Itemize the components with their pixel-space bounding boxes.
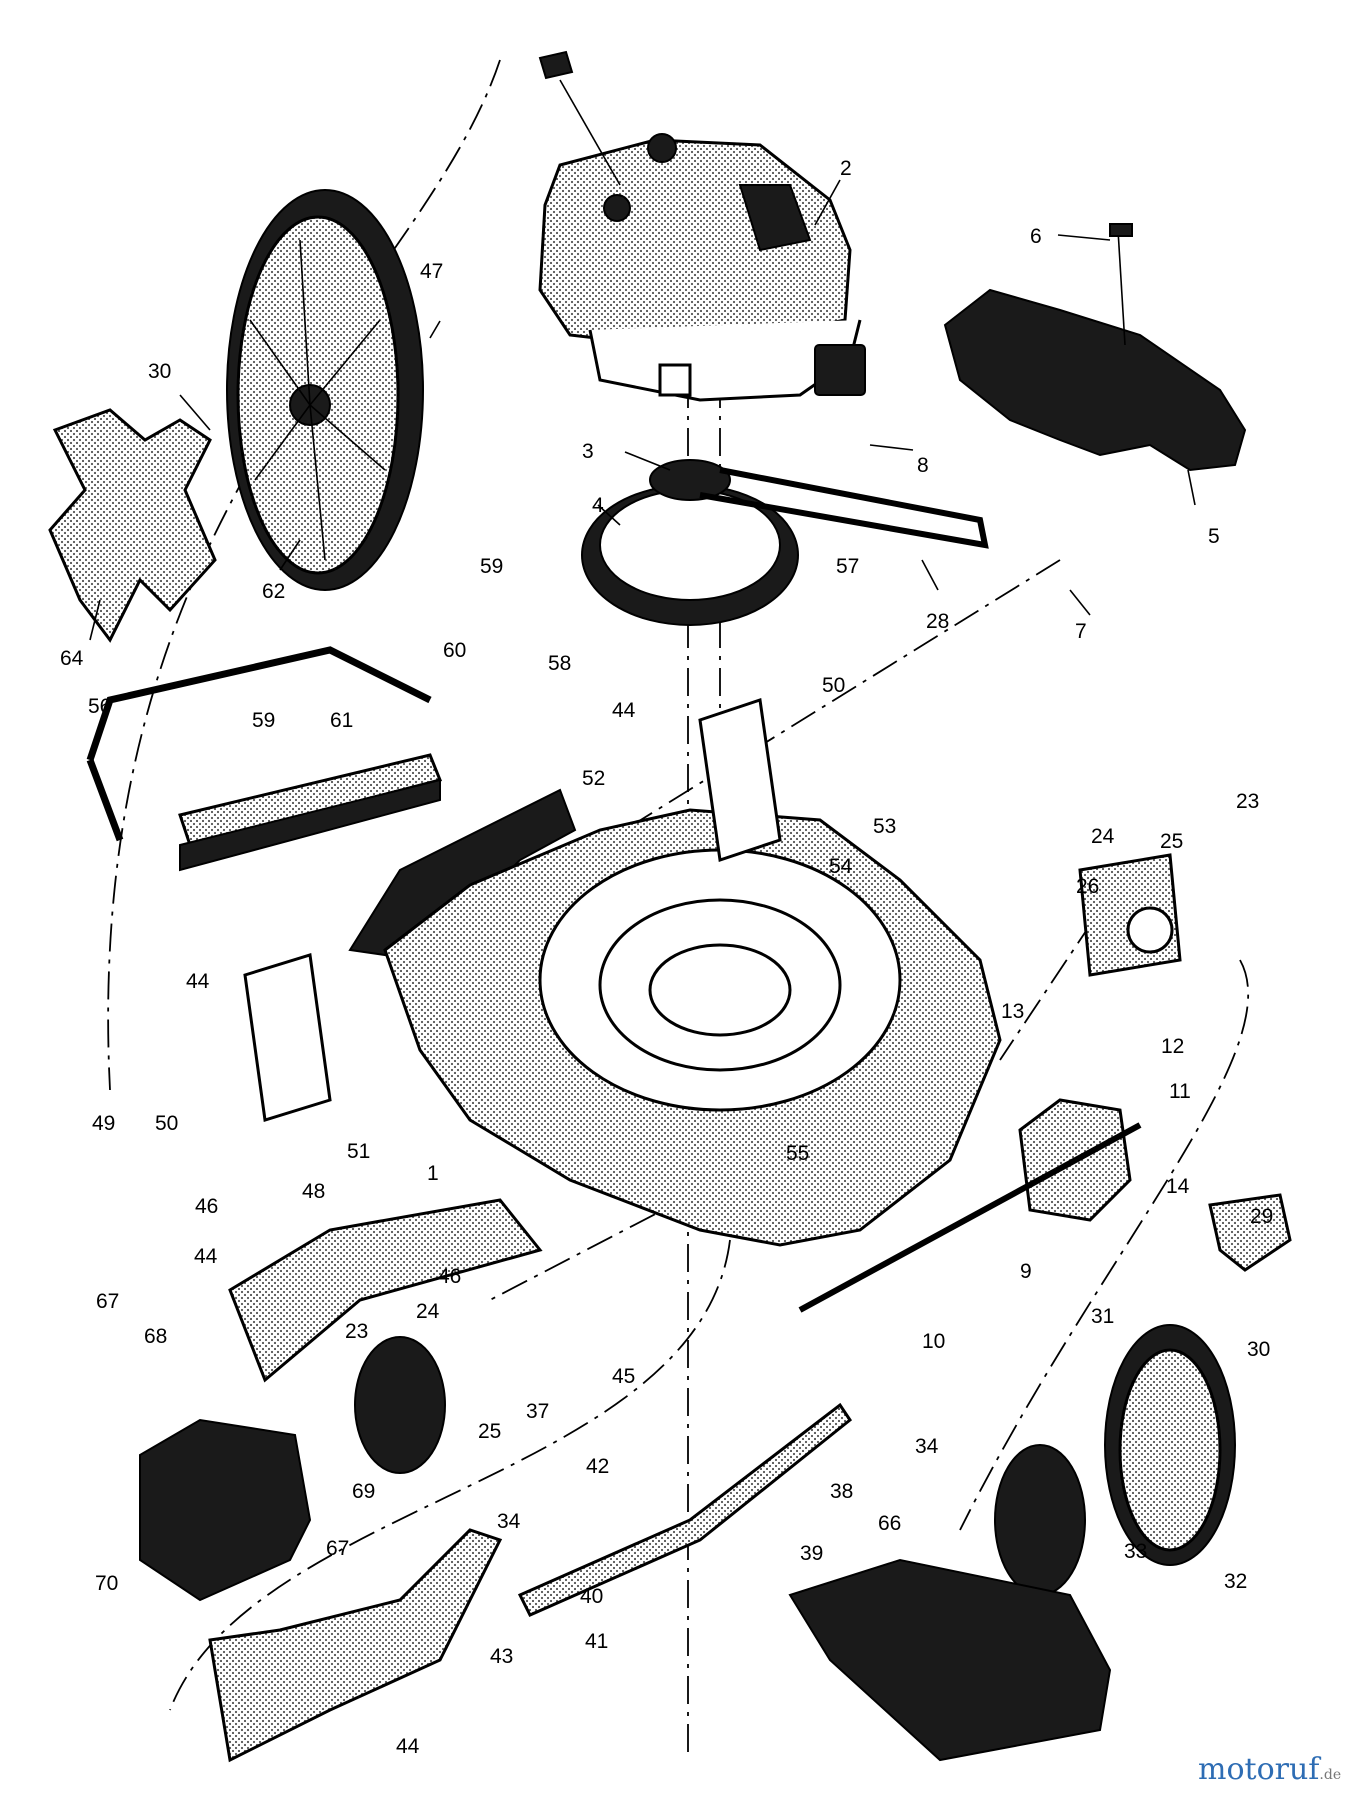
front-height-adjuster-part [1078,853,1182,977]
front-hub-part [994,1444,1086,1596]
part-label-57: 57 [836,555,859,578]
skirt-part [208,1528,503,1763]
part-label-44d: 44 [396,1735,420,1758]
knob-part [1208,1193,1292,1272]
part-label-59a: 59 [480,555,503,578]
part-label-54: 54 [829,855,853,878]
part-label-24b: 24 [416,1300,440,1323]
part-label-49: 49 [92,1112,115,1135]
part-label-30b: 30 [1247,1338,1270,1361]
handle-bracket-part [86,646,432,842]
part-label-44a: 44 [612,699,636,722]
part-label-30: 30 [148,360,171,383]
mower-deck-part [383,808,1002,1247]
part-label-67b: 67 [326,1537,349,1560]
part-label-66: 66 [878,1512,901,1535]
part-label-14: 14 [1166,1175,1190,1198]
part-label-39: 39 [800,1542,823,1565]
part-label-8: 8 [917,454,929,477]
transmission-part [798,1098,1142,1313]
part-label-64: 64 [60,647,84,670]
part-label-60: 60 [443,639,466,662]
part-label-53: 53 [873,815,896,838]
side-chute-part [228,1198,543,1383]
rear-wheel-part [226,189,424,591]
rear-flap-bar-part [178,753,443,872]
part-label-62: 62 [262,580,285,603]
part-label-69: 69 [352,1480,375,1503]
part-label-7: 7 [1075,620,1087,643]
part-label-50b: 50 [155,1112,178,1135]
part-label-24a: 24 [1091,825,1115,848]
part-label-37: 37 [526,1400,549,1423]
part-label-23b: 23 [345,1320,368,1343]
discharge-chute-part [788,1558,1112,1762]
part-label-34b: 34 [497,1510,521,1533]
mulch-door-part [139,1418,312,1602]
watermark-suffix: .de [1319,1767,1342,1783]
part-label-28: 28 [926,610,949,633]
part-label-31: 31 [1091,1305,1114,1328]
part-label-12: 12 [1161,1035,1184,1058]
part-label-6: 6 [1030,225,1042,248]
part-label-40: 40 [580,1585,603,1608]
part-label-13: 13 [1001,1000,1024,1023]
part-label-3: 3 [582,440,594,463]
part-label-29: 29 [1250,1205,1273,1228]
part-label-42: 42 [586,1455,609,1478]
rear-hub-part [354,1336,446,1474]
part-label-25b: 25 [478,1420,501,1443]
part-label-34a: 34 [915,1435,939,1458]
front-wheel-part [1104,1324,1236,1566]
part-label-56: 56 [88,695,111,718]
rear-cover-part [943,223,1247,472]
part-label-11: 11 [1169,1080,1191,1103]
part-label-5: 5 [1208,525,1220,548]
part-label-43: 43 [490,1645,513,1668]
watermark: motoruf.de [1198,1752,1341,1787]
blade-part [517,1402,853,1617]
part-label-38: 38 [830,1480,853,1503]
part-label-70: 70 [95,1572,118,1595]
right-rear-bracket-part [698,698,782,862]
part-label-4: 4 [592,494,604,517]
part-label-46a: 46 [195,1195,218,1218]
left-height-adjuster-part [243,953,332,1122]
part-label-25a: 25 [1160,830,1183,853]
part-label-47: 47 [420,260,443,283]
part-label-59b: 59 [252,709,275,732]
watermark-text: motoruf [1198,1752,1320,1787]
part-label-67a: 67 [96,1290,119,1313]
hub-cap-part [48,408,217,643]
part-label-45: 45 [612,1365,635,1388]
part-label-61: 61 [330,709,353,732]
part-label-48: 48 [302,1180,325,1203]
part-label-26: 26 [1076,875,1099,898]
part-label-46b: 46 [438,1265,461,1288]
part-label-23a: 23 [1236,790,1259,813]
part-label-32: 32 [1224,1570,1247,1593]
part-label-58: 58 [548,652,571,675]
part-label-44b: 44 [186,970,210,993]
part-label-41: 41 [585,1630,608,1653]
part-label-9: 9 [1020,1260,1032,1283]
part-label-1: 1 [427,1162,439,1185]
baffle-ring-part [581,484,799,626]
part-label-51: 51 [347,1140,370,1163]
engine-part [538,50,866,402]
part-label-52: 52 [582,767,605,790]
part-label-50a: 50 [822,674,845,697]
part-label-55: 55 [786,1142,809,1165]
part-label-2: 2 [840,157,852,180]
part-label-68: 68 [144,1325,167,1348]
part-number-labels: 2 6 47 30 3 8 5 4 62 64 59 57 28 7 60 58… [60,157,1273,1758]
part-label-10: 10 [922,1330,945,1353]
leader-lines [89,179,1196,641]
part-label-33: 33 [1124,1540,1147,1563]
part-label-44c: 44 [194,1245,218,1268]
